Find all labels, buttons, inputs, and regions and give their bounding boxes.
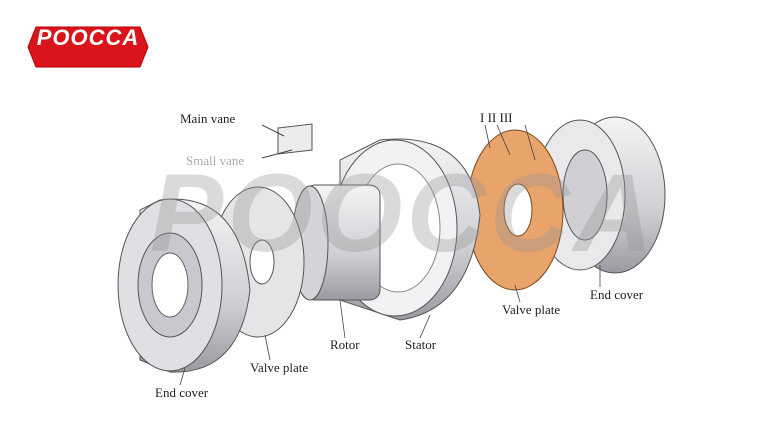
watermark: POOCCA xyxy=(150,152,657,275)
main-vane xyxy=(261,123,313,159)
label-small-vane: Small vane xyxy=(186,153,245,168)
label-valve-plate-right: Valve plate xyxy=(502,302,561,317)
logo-text: POOCCA xyxy=(36,25,140,50)
label-end-cover-right: End cover xyxy=(590,287,644,302)
rotor xyxy=(291,184,381,301)
leader-lines xyxy=(179,124,601,386)
label-end-cover-left: End cover xyxy=(155,385,209,400)
poocca-logo: POOCCA xyxy=(26,25,150,69)
label-rotor: Rotor xyxy=(330,337,360,352)
right-valve-plate xyxy=(466,129,564,291)
label-main-vane: Main vane xyxy=(180,111,236,126)
label-ports: I II III xyxy=(480,110,513,125)
label-valve-plate-left: Valve plate xyxy=(250,360,309,375)
left-end-cover xyxy=(117,198,251,373)
label-stator: Stator xyxy=(405,337,437,352)
